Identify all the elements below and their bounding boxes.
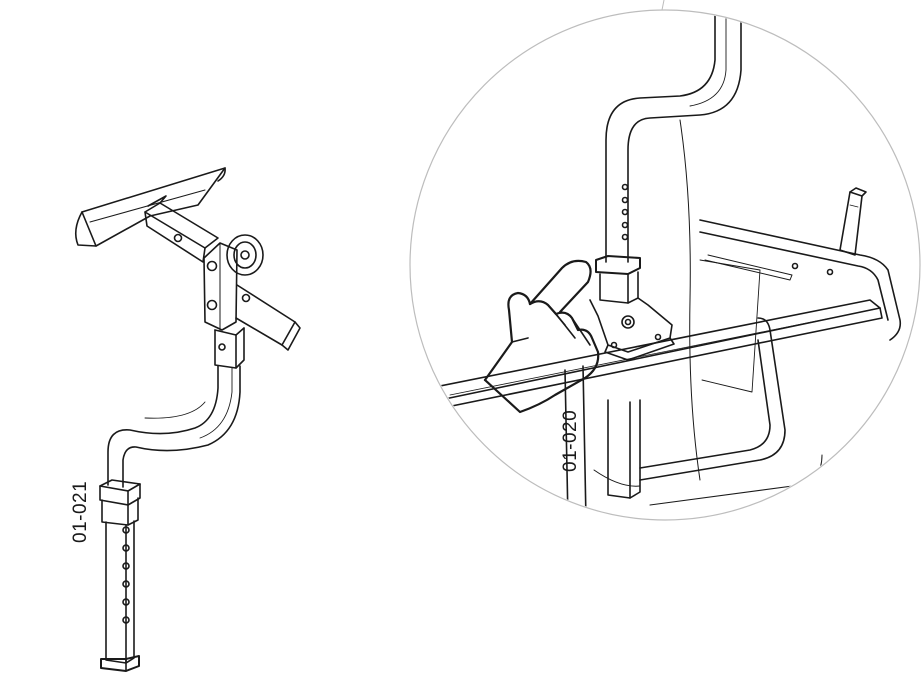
- hand-pointer-icon: [483, 259, 600, 414]
- adjust-hole-3: [122, 562, 130, 570]
- detail-upper-tube: [605, 14, 716, 263]
- part-label-01-021: 01-021: [70, 480, 91, 543]
- crossbar-tube: [144, 202, 219, 249]
- top-plate: [74, 211, 97, 247]
- plate-hole-bottom: [206, 299, 218, 311]
- adjust-hole-6: [122, 616, 130, 624]
- detail-collar: [595, 255, 641, 275]
- foot-cap: [100, 655, 140, 672]
- detail-frame-bar: [429, 299, 881, 401]
- adjust-hole-2: [122, 544, 130, 552]
- plate-hole-top: [206, 260, 218, 272]
- detail-bracket: [589, 297, 673, 353]
- leader-line: [661, 0, 665, 11]
- adjust-hole-1: [122, 526, 130, 534]
- lower-collar: [99, 479, 141, 506]
- lower-post: [105, 520, 135, 664]
- adjust-hole-4: [122, 580, 130, 588]
- top-plate-wing: [81, 167, 226, 247]
- detail-frame: [429, 14, 902, 519]
- handle-post-assembly: [74, 167, 301, 672]
- s-bend-tube-outer: [107, 365, 219, 486]
- detail-circle: [409, 9, 921, 521]
- detail-tab: [839, 191, 863, 256]
- part-label-01-020: 01-020: [560, 409, 581, 472]
- side-bar: [235, 284, 296, 346]
- bolt-hole: [173, 233, 183, 243]
- adjust-hole-5: [122, 598, 130, 606]
- s-bend-tube-inner: [122, 365, 241, 488]
- clamp-knob: [226, 234, 264, 276]
